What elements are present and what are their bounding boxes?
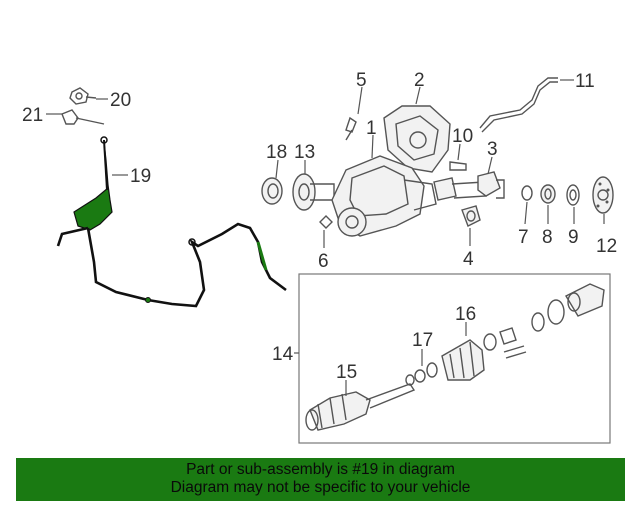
leader-18 <box>275 159 279 179</box>
leader-10 <box>457 143 461 161</box>
leader-7 <box>524 201 528 225</box>
label-20: 20 <box>110 90 131 111</box>
part-1-housing <box>331 155 437 237</box>
part-21-bracket <box>61 109 105 125</box>
part-14-box <box>298 273 611 444</box>
label-15: 15 <box>336 362 357 383</box>
label-4: 4 <box>463 249 474 270</box>
label-10: 10 <box>452 126 473 147</box>
label-11: 11 <box>575 71 595 92</box>
leader-5 <box>357 86 363 115</box>
label-7: 7 <box>518 227 529 248</box>
part-17-clamps <box>405 362 438 386</box>
part-11-vent-tube <box>479 77 558 133</box>
label-2: 2 <box>414 70 425 91</box>
part-19-harness <box>56 136 287 308</box>
part-8-bearing <box>540 184 556 204</box>
part-13-flange <box>292 173 335 211</box>
footer-line-2: Diagram may not be specific to your vehi… <box>170 479 471 496</box>
label-6: 6 <box>318 251 329 272</box>
part-16-boot <box>441 283 605 381</box>
footer-banner: Part or sub-assembly is #19 in diagram D… <box>16 458 625 501</box>
part-12-hub <box>592 176 614 214</box>
label-14: 14 <box>272 344 294 365</box>
label-12: 12 <box>596 236 617 257</box>
label-13: 13 <box>294 142 315 163</box>
part-4-bushing <box>461 205 481 227</box>
label-8: 8 <box>542 227 553 248</box>
label-17: 17 <box>412 330 433 351</box>
part-20-clip <box>69 87 97 105</box>
label-1: 1 <box>366 118 377 139</box>
part-15-outer-joint <box>305 383 416 431</box>
leader-3 <box>487 156 493 175</box>
label-21: 21 <box>22 105 43 126</box>
part-3-axle-tube <box>433 171 505 201</box>
label-16: 16 <box>455 304 476 325</box>
part-9-seal <box>566 184 580 206</box>
part-7-ring <box>521 185 533 201</box>
label-3: 3 <box>487 139 498 160</box>
part-18-seal <box>261 177 283 205</box>
leader-1 <box>371 134 374 159</box>
part-5-bolt <box>345 116 357 141</box>
leader-2 <box>415 86 421 105</box>
part-10-breather <box>449 161 467 171</box>
label-5: 5 <box>356 70 367 91</box>
label-9: 9 <box>568 227 579 248</box>
part-2-cover <box>383 105 451 173</box>
footer-line-1: Part or sub-assembly is #19 in diagram <box>186 461 455 478</box>
label-19: 19 <box>130 166 151 187</box>
part-6-clip <box>319 215 333 229</box>
label-18: 18 <box>266 142 287 163</box>
